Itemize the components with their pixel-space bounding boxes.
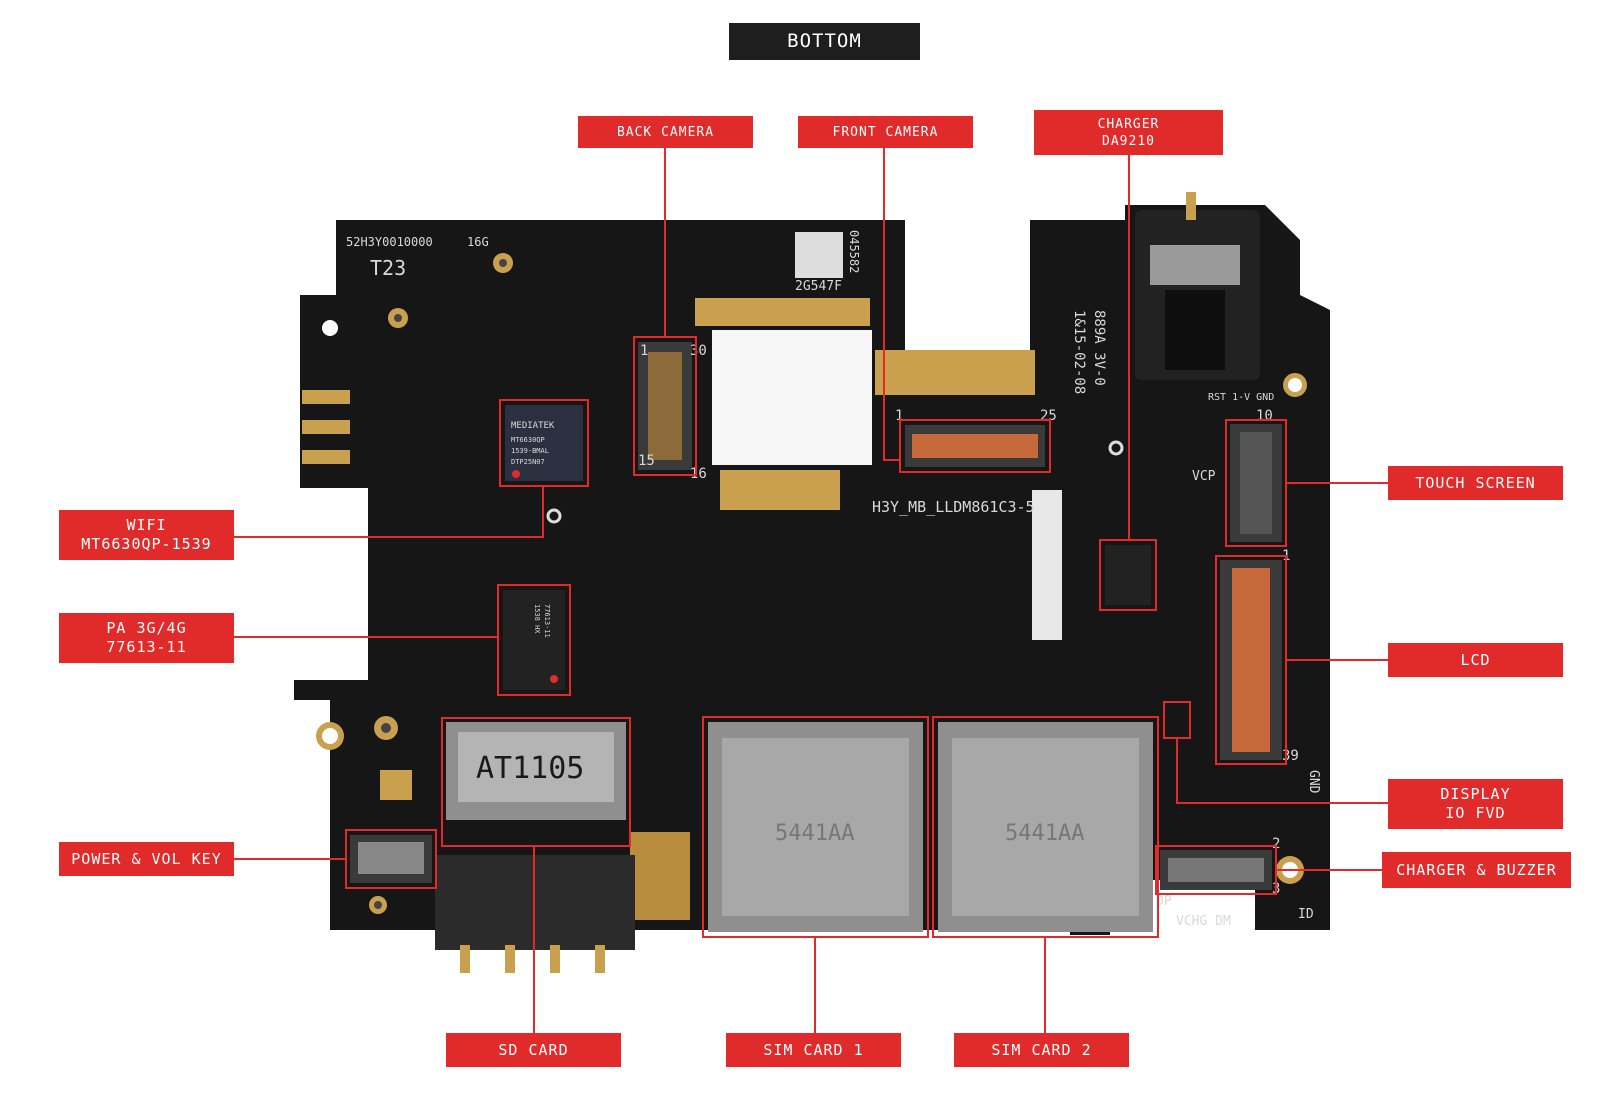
callout-sim-card-2: SIM CARD 2 — [954, 1033, 1129, 1067]
model-text: T23 — [370, 256, 406, 280]
highlight-sd — [441, 717, 631, 847]
mount-hole — [1108, 440, 1124, 456]
svg-text:AT1105: AT1105 — [476, 751, 584, 786]
mount-hole — [546, 508, 562, 524]
gold-pad-mid — [875, 350, 1035, 395]
gold-pad-sim — [630, 832, 690, 920]
page-title: BOTTOM — [729, 23, 920, 60]
svg-text:MEDIATEK: MEDIATEK — [511, 421, 555, 431]
svg-text:25: 25 — [1040, 408, 1057, 424]
svg-text:16: 16 — [690, 466, 707, 482]
mount-hole — [322, 320, 338, 336]
svg-text:DP: DP — [1156, 894, 1172, 909]
svg-text:DTP25N07: DTP25N07 — [511, 458, 545, 466]
callout-power-vol-key: POWER & VOL KEY — [59, 842, 234, 876]
svg-text:MT6630QP: MT6630QP — [511, 436, 545, 444]
svg-text:1538 HX: 1538 HX — [533, 604, 541, 634]
gold-pad-corner — [380, 770, 412, 800]
callout-charger-buzzer: CHARGER & BUZZER — [1382, 852, 1571, 888]
svg-text:77613-11: 77613-11 — [543, 604, 551, 638]
white-label — [1032, 490, 1062, 640]
side-contact — [302, 390, 350, 404]
capacity-text: 16G — [467, 235, 489, 249]
callout-front-camera: FRONT CAMERA — [798, 116, 973, 148]
leader-display — [1176, 738, 1388, 804]
svg-text:10: 10 — [1256, 408, 1273, 424]
svg-text:ID: ID — [1298, 907, 1314, 922]
wifi-chip — [505, 405, 583, 481]
barcode-num: 045582 — [847, 230, 861, 273]
highlight-front-camera — [899, 419, 1051, 473]
svg-text:39: 39 — [1282, 748, 1299, 764]
pcb-code-1: 889A 3V-0 — [1091, 310, 1107, 386]
svg-text:5441AA: 5441AA — [1005, 821, 1084, 846]
leader-front-camera — [883, 148, 900, 461]
pcb-code-2: 1&15-02-08 — [1071, 310, 1087, 394]
barcode-text: 2G547F — [795, 279, 842, 294]
board-name: H3Y_MB_LLDM861C3-5 — [872, 498, 1035, 516]
callout-sd-card: SD CARD — [446, 1033, 621, 1067]
leader-wifi — [234, 486, 544, 538]
svg-text:1: 1 — [640, 343, 648, 359]
barcode — [795, 232, 843, 278]
side-contact — [302, 420, 350, 434]
callout-touch-screen: TOUCH SCREEN — [1388, 466, 1563, 500]
svg-text:5441AA: 5441AA — [775, 821, 854, 846]
svg-text:VCHG DM: VCHG DM — [1176, 914, 1231, 929]
gold-pad-left — [720, 470, 840, 510]
highlight-pa — [497, 584, 571, 696]
board-cutout — [712, 330, 872, 465]
gold-pad-top — [695, 298, 870, 326]
svg-text:RST 1-V GND: RST 1-V GND — [1208, 392, 1274, 403]
svg-text:1: 1 — [895, 408, 903, 424]
pa-chip — [503, 590, 565, 690]
callout-lcd: LCD — [1388, 643, 1563, 677]
svg-text:2: 2 — [1272, 836, 1280, 852]
svg-text:VCP: VCP — [1192, 469, 1216, 484]
serial-text: 52H3Y0010000 — [346, 235, 433, 249]
callout-back-camera: BACK CAMERA — [578, 116, 753, 148]
svg-text:30: 30 — [690, 343, 707, 359]
svg-text:1539-BMAL: 1539-BMAL — [511, 447, 549, 455]
svg-text:GND: GND — [1306, 770, 1321, 794]
charger-chip — [1105, 545, 1151, 605]
callout-sim-card-1: SIM CARD 1 — [726, 1033, 901, 1067]
side-contact — [302, 450, 350, 464]
svg-text:15: 15 — [638, 453, 655, 469]
